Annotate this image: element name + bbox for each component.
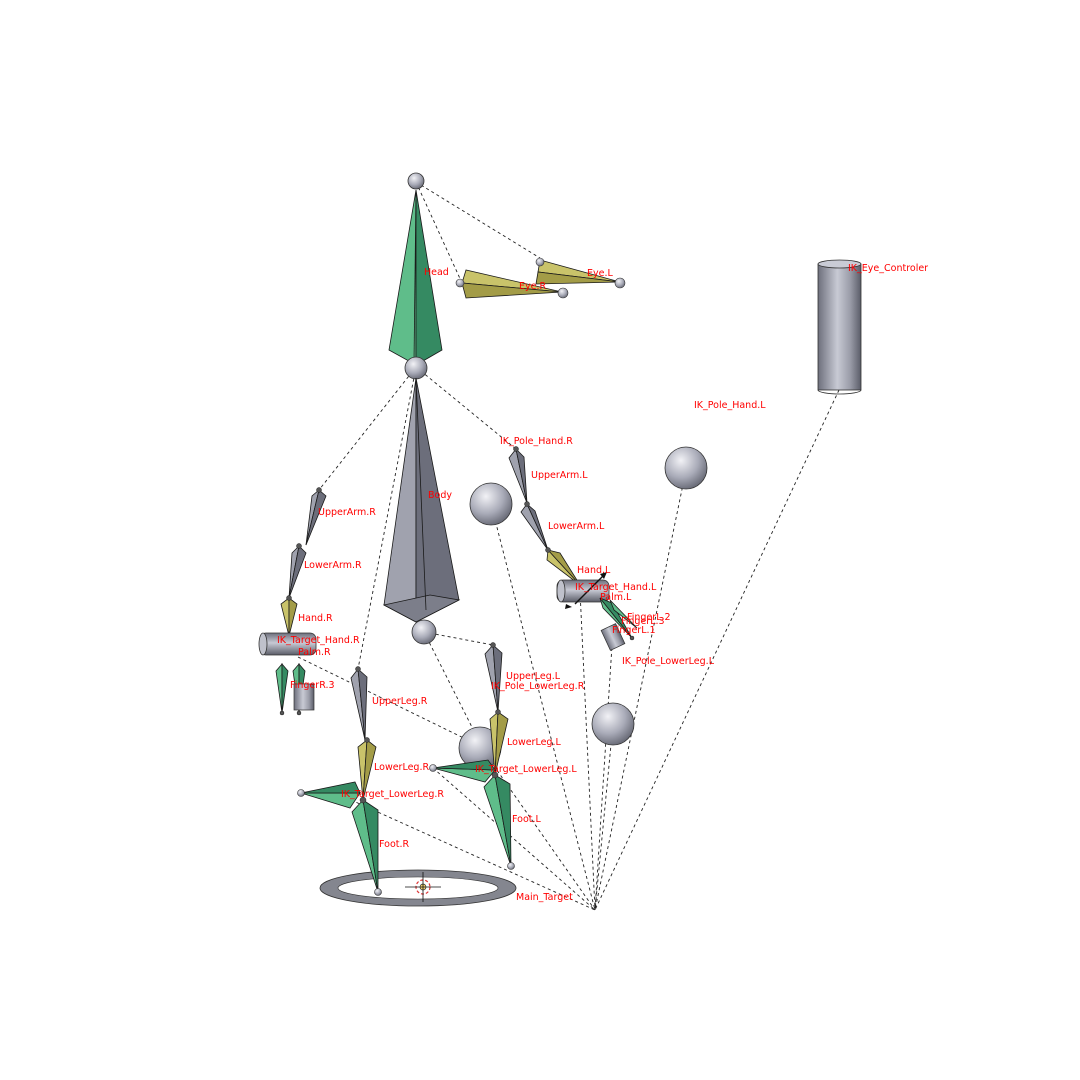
root-ring[interactable] <box>319 869 517 907</box>
foot-l-bone[interactable] <box>483 774 515 870</box>
bone-labels: Head Eye.R Eye.L IK_Eye_Controler IK_Pol… <box>277 263 928 903</box>
ik-target-lowerleg-l-bone[interactable] <box>429 759 496 783</box>
ik-pole-hand-r-sphere[interactable] <box>469 482 513 526</box>
lowerleg-r-bone[interactable] <box>357 739 377 801</box>
label-eye-l: Eye.L <box>587 268 613 279</box>
label-ik-eye-controler: IK_Eye_Controler <box>848 263 928 274</box>
ik-eye-controler-cylinder[interactable] <box>817 259 862 395</box>
label-lowerarm-r: LowerArm.R <box>304 560 362 571</box>
hand-r-bone[interactable] <box>280 597 298 637</box>
upperleg-r-bone[interactable] <box>350 667 368 741</box>
ik-pole-hand-l-sphere[interactable] <box>664 446 708 490</box>
lowerleg-l-bone[interactable] <box>489 711 509 776</box>
label-body: Body <box>428 490 452 501</box>
label-lowerarm-l: LowerArm.L <box>548 521 605 532</box>
label-upperarm-r: UpperArm.R <box>318 507 376 518</box>
label-lowerleg-r: LowerLeg.R <box>374 762 429 773</box>
label-ik-target-lowerleg-l: IK_Target_LowerLeg.L <box>475 764 577 775</box>
label-eye-r: Eye.R <box>519 281 546 292</box>
label-finger-l-3: FingerL.3 <box>621 616 665 627</box>
upperleg-l-bone[interactable] <box>484 644 503 713</box>
label-foot-l: Foot.L <box>512 814 541 825</box>
label-ik-pole-lowerleg-r: IK_Pole_LowerLeg.R <box>491 681 585 692</box>
fingers-l-bones[interactable] <box>599 597 638 651</box>
head-bone[interactable] <box>388 172 443 380</box>
label-finger-r-3: FingerR.3 <box>290 680 335 691</box>
eye-l-bone[interactable] <box>535 257 626 289</box>
lowerarm-l-bone[interactable] <box>520 503 549 551</box>
label-foot-r: Foot.R <box>379 839 409 850</box>
label-ik-target-hand-r: IK_Target_Hand.R <box>277 635 360 646</box>
label-ik-pole-hand-r: IK_Pole_Hand.R <box>500 436 573 447</box>
label-ik-pole-hand-l: IK_Pole_Hand.L <box>694 400 766 411</box>
ik-pole-lowerleg-l-sphere[interactable] <box>591 702 635 746</box>
fingers-r-bones[interactable] <box>275 662 315 714</box>
label-upperleg-l: UpperLeg.L <box>506 671 561 682</box>
label-upperarm-l: UpperArm.L <box>531 470 588 481</box>
label-ik-target-lowerleg-r: IK_Target_LowerLeg.R <box>341 789 444 800</box>
label-ik-target-hand-l: IK_Target_Hand.L <box>575 582 657 593</box>
label-lowerleg-l: LowerLeg.L <box>507 737 561 748</box>
eye-r-bone[interactable] <box>455 269 569 299</box>
label-main-target: Main_Target <box>516 892 573 903</box>
label-hand-r: Hand.R <box>298 613 333 624</box>
ik-target-hand-l-cylinder[interactable] <box>556 572 610 609</box>
label-head: Head <box>424 267 449 278</box>
body-bone[interactable] <box>382 377 461 645</box>
label-finger-l-1: FingerL.1 <box>612 625 656 636</box>
ik-target-hand-r-cylinder[interactable] <box>258 632 317 656</box>
label-ik-pole-lowerleg-l: IK_Pole_LowerLeg.L <box>622 656 715 667</box>
label-hand-l: Hand.L <box>577 565 611 576</box>
cursor-3d-icon <box>405 872 441 902</box>
upperarm-l-bone[interactable] <box>508 447 528 504</box>
label-palm-l: Palm.L <box>600 592 632 603</box>
label-palm-r: Palm.R <box>298 647 331 658</box>
upperarm-r-bone[interactable] <box>305 488 327 546</box>
joint-dots <box>279 446 635 804</box>
relationship-lines <box>297 181 840 911</box>
hand-l-bone[interactable] <box>546 549 581 586</box>
foot-r-bone[interactable] <box>351 799 382 896</box>
label-finger-l-2: FingerL.2 <box>627 612 671 623</box>
lowerarm-r-bone[interactable] <box>288 544 307 599</box>
label-upperleg-r: UpperLeg.R <box>372 696 428 707</box>
ik-target-lowerleg-r-bone[interactable] <box>297 781 361 809</box>
